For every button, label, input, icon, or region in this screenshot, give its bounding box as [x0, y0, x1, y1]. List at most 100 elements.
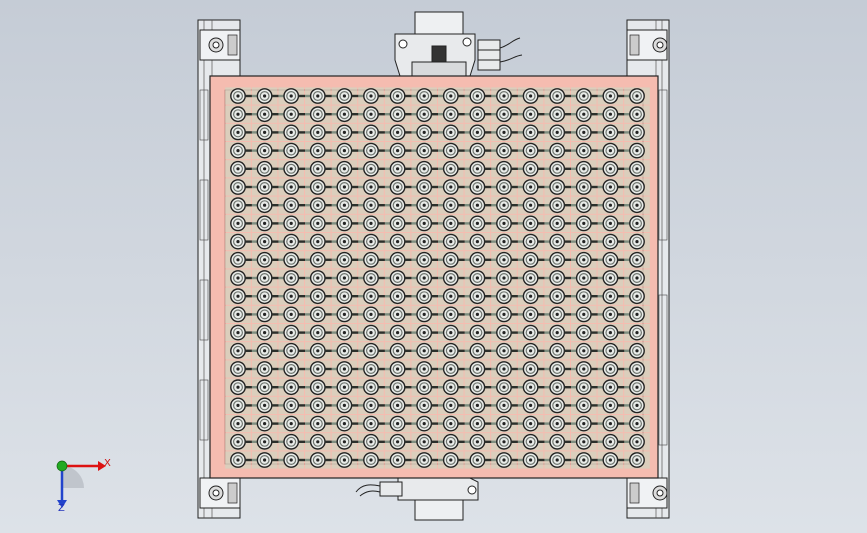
socket-cell	[358, 178, 391, 196]
socket-cell	[305, 360, 338, 378]
socket-cell	[358, 324, 391, 342]
socket-cell	[358, 396, 391, 414]
socket-cell	[624, 378, 650, 396]
top-right-corner-block[interactable]	[626, 29, 668, 61]
socket-cell	[411, 160, 444, 178]
socket-cell	[411, 360, 444, 378]
socket-cell	[571, 360, 604, 378]
socket-cell	[517, 160, 551, 178]
socket-cell	[225, 305, 258, 323]
socket-cell	[491, 342, 524, 360]
socket-grid[interactable]	[225, 87, 650, 469]
socket-cell	[331, 123, 364, 141]
socket-cell	[384, 142, 418, 160]
socket-cell	[491, 378, 524, 396]
socket-cell	[278, 287, 311, 305]
socket-cell	[358, 123, 391, 141]
socket-cell	[331, 87, 364, 105]
top-clamp-assembly[interactable]	[394, 11, 523, 77]
socket-cell	[438, 360, 471, 378]
socket-cell	[597, 233, 630, 251]
socket-cell	[491, 142, 524, 160]
socket-cell	[251, 160, 285, 178]
socket-cell	[517, 451, 551, 469]
socket-cell	[438, 433, 471, 451]
socket-cell	[544, 433, 577, 451]
socket-cell	[624, 105, 650, 123]
socket-cell	[225, 233, 258, 251]
socket-cell	[278, 142, 311, 160]
socket-cell	[464, 233, 497, 251]
bottom-right-corner-block[interactable]	[626, 477, 668, 509]
socket-cell	[624, 360, 650, 378]
socket-cell	[411, 123, 444, 141]
top-left-corner-block[interactable]	[199, 29, 241, 61]
socket-cell	[305, 142, 338, 160]
socket-cell	[517, 415, 551, 433]
socket-cell	[438, 123, 471, 141]
socket-cell	[491, 105, 524, 123]
socket-cell	[225, 324, 258, 342]
socket-cell	[438, 324, 471, 342]
socket-cell	[384, 415, 418, 433]
socket-cell	[278, 305, 311, 323]
socket-cell	[358, 160, 391, 178]
socket-cell	[411, 433, 444, 451]
socket-cell	[491, 433, 524, 451]
socket-cell	[597, 160, 630, 178]
socket-cell	[597, 87, 630, 105]
socket-cell	[358, 287, 391, 305]
socket-cell	[384, 342, 418, 360]
socket-cell	[384, 378, 418, 396]
socket-cell	[624, 269, 650, 287]
socket-cell	[517, 360, 551, 378]
socket-cell	[411, 87, 444, 105]
socket-cell	[411, 396, 444, 414]
socket-cell	[544, 269, 577, 287]
socket-cell	[491, 123, 524, 141]
socket-cell	[544, 378, 577, 396]
bottom-left-corner-block[interactable]	[199, 477, 241, 509]
axis-x-label: X	[104, 458, 111, 469]
socket-cell	[464, 360, 497, 378]
socket-cell	[278, 233, 311, 251]
socket-cell	[278, 451, 311, 469]
socket-cell	[384, 233, 418, 251]
socket-cell	[597, 378, 630, 396]
socket-cell	[411, 196, 444, 214]
socket-cell	[491, 196, 524, 214]
socket-cell	[358, 415, 391, 433]
socket-cell	[438, 378, 471, 396]
socket-cell	[251, 451, 285, 469]
socket-cell	[278, 269, 311, 287]
socket-cell	[571, 178, 604, 196]
socket-cell	[464, 378, 497, 396]
socket-cell	[251, 378, 285, 396]
socket-cell	[464, 324, 497, 342]
socket-cell	[384, 396, 418, 414]
socket-cell	[571, 251, 604, 269]
socket-cell	[331, 196, 364, 214]
socket-cell	[358, 105, 391, 123]
bottom-clamp-assembly[interactable]	[355, 477, 479, 521]
socket-cell	[624, 160, 650, 178]
socket-cell	[278, 433, 311, 451]
socket-cell	[517, 196, 551, 214]
socket-cell	[251, 87, 285, 105]
socket-cell	[278, 251, 311, 269]
socket-cell	[438, 342, 471, 360]
socket-cell	[331, 233, 364, 251]
socket-cell	[544, 251, 577, 269]
socket-cell	[278, 178, 311, 196]
socket-cell	[225, 396, 258, 414]
socket-cell	[331, 142, 364, 160]
socket-cell	[597, 396, 630, 414]
socket-cell	[571, 269, 604, 287]
socket-cell	[597, 196, 630, 214]
socket-cell	[251, 305, 285, 323]
socket-cell	[597, 451, 630, 469]
socket-cell	[225, 269, 258, 287]
socket-cell	[438, 178, 471, 196]
